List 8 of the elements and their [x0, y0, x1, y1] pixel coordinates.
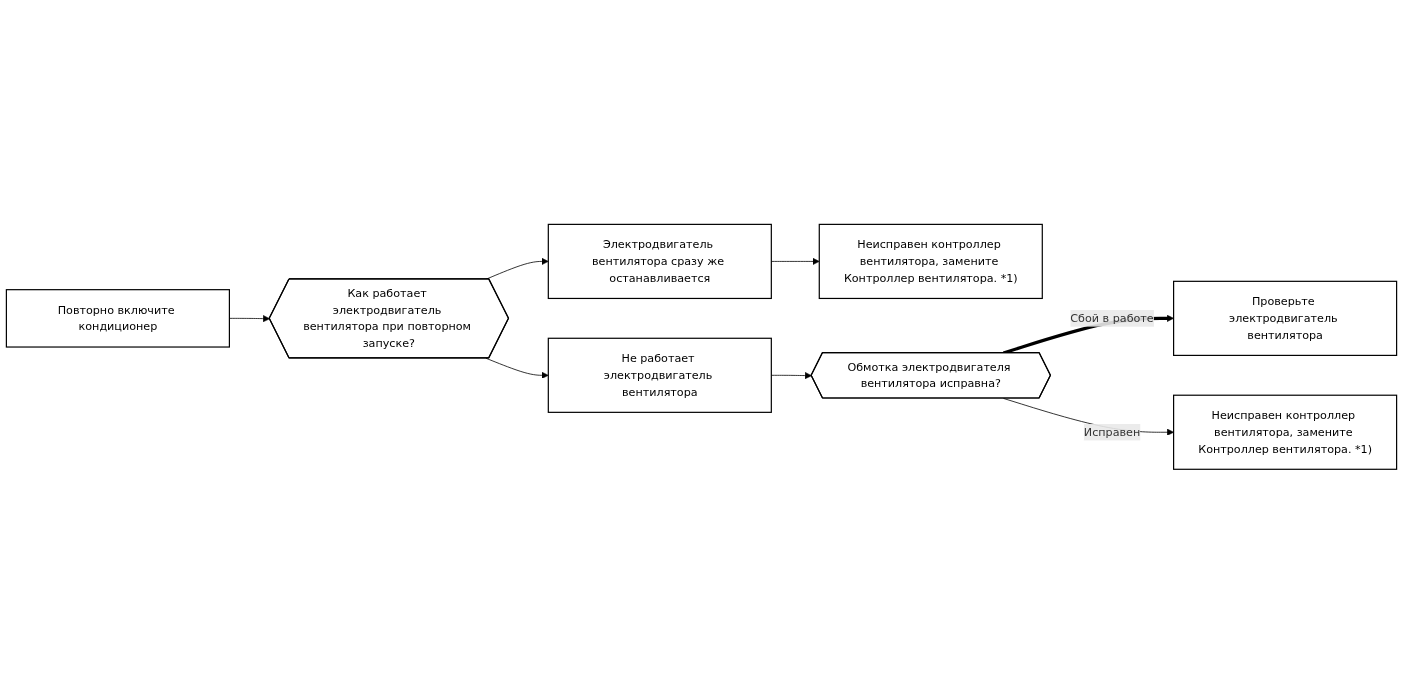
node-box: Не работает электродвигатель вентилятора [547, 337, 772, 414]
node-box: Проверьте электродвигатель вентилятора [1173, 280, 1398, 357]
node-box: Неисправен контроллер вентилятора, замените Контроллер вентилятора. *1) [1173, 394, 1398, 471]
node-box: Повторно включите кондиционер [5, 289, 230, 348]
node-box: Неисправен контроллер вентилятора, замените Контроллер вентилятора. *1) [818, 223, 1043, 300]
edge-label: Исправен [1083, 425, 1141, 439]
edge-label: Сбой в работе [1070, 311, 1154, 325]
node-box: Электродвигатель вентилятора сразу же останавливается [547, 223, 772, 300]
